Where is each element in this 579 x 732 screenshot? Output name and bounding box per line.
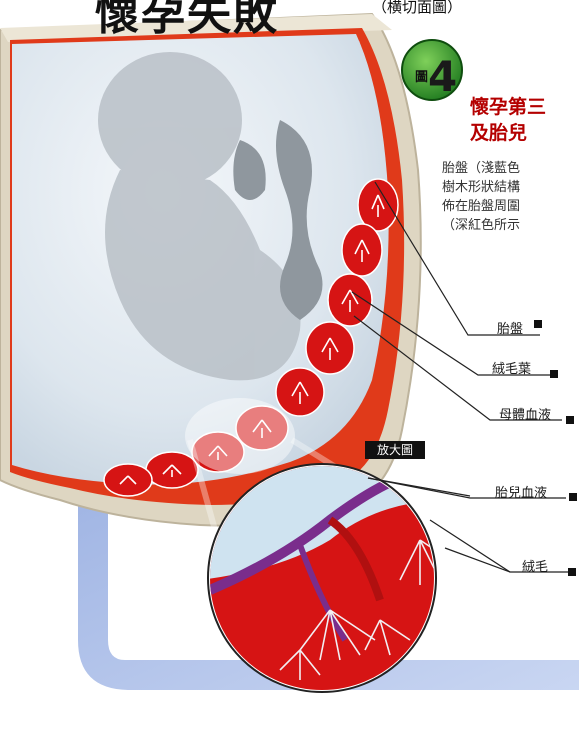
figure-badge-char: 圖	[415, 66, 428, 85]
heading-line-2: 及胎兒	[470, 118, 527, 145]
page-subtitle: （横切面圖）	[372, 0, 462, 17]
zoom-label: 放大圖	[365, 441, 425, 459]
label-villous-lobe: 絨毛葉	[492, 358, 531, 377]
label-villi: 絨毛	[522, 556, 548, 575]
description-line-3: 佈在胎盤周圍	[442, 198, 520, 216]
label-fetal-blood: 胎兒血液	[495, 482, 547, 501]
heading-line-1: 懷孕第三	[470, 92, 546, 119]
label-placenta: 胎盤	[497, 318, 523, 337]
page-title: 懷孕失敗	[95, 0, 279, 42]
label-maternal-blood: 母體血液	[499, 404, 551, 423]
callout-markers	[534, 320, 577, 576]
figure-badge-number: 4	[428, 52, 457, 101]
description-line-1: 胎盤（淺藍色	[442, 160, 520, 178]
description-line-2: 樹木形狀結構	[442, 179, 520, 197]
description-line-4: （深紅色所示	[442, 217, 520, 235]
